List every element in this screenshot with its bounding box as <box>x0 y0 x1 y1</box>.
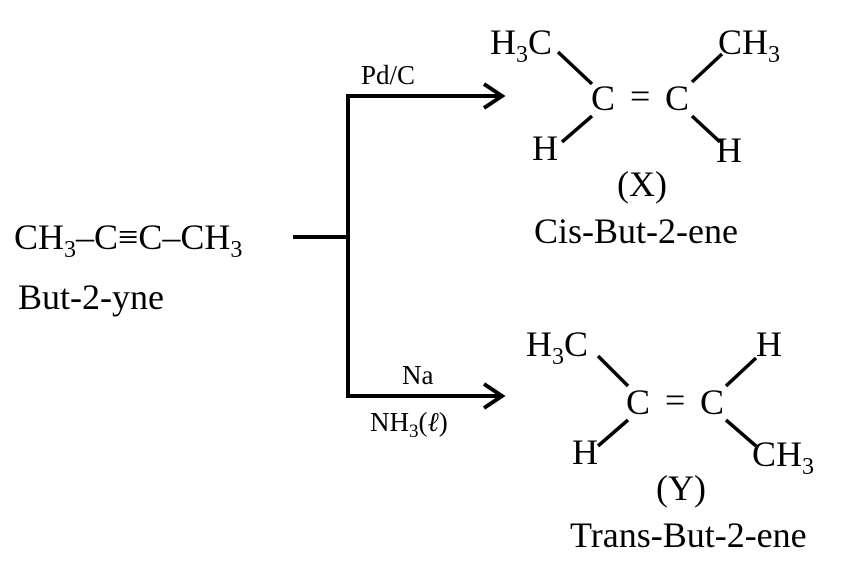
lower-reagent-bottom: NH3(ℓ) <box>370 407 448 442</box>
y-bond-left-top <box>596 354 630 388</box>
reactant-formula: CH3–C≡C–CH3 <box>14 217 242 263</box>
y-left-top-group: H3C <box>526 324 588 370</box>
y-bond-right-top <box>724 356 758 388</box>
reactant-name: But-2-yne <box>18 277 164 317</box>
y-carbon-right: C <box>700 382 724 422</box>
x-right-bottom-h: H <box>716 130 742 170</box>
lower-arrow-head <box>482 382 506 410</box>
x-carbon-left: C <box>591 78 615 118</box>
x-name: Cis-But-2-ene <box>534 211 738 251</box>
y-right-bottom-group: CH3 <box>752 434 814 480</box>
y-label: (Y) <box>656 468 706 508</box>
x-bond-left-top <box>556 50 594 86</box>
x-carbon-right: C <box>665 78 689 118</box>
x-left-bottom-h: H <box>532 128 558 168</box>
x-double-bond: = <box>630 76 650 116</box>
x-bond-left-bottom <box>560 114 594 144</box>
lower-reagent-top: Na <box>402 360 433 390</box>
x-left-top-group: H3C <box>490 22 552 68</box>
x-bond-right-bottom <box>690 114 722 144</box>
upper-reagent: Pd/C <box>361 60 415 90</box>
y-carbon-left: C <box>626 382 650 422</box>
upper-arrow-head <box>482 82 506 110</box>
x-bond-right-top <box>690 52 724 84</box>
y-bond-right-bottom <box>724 418 758 448</box>
product-x: H3C CH3 C = C H H (X) Cis-But-2-ene <box>490 22 780 251</box>
y-right-top-h: H <box>756 324 782 364</box>
x-right-top-group: CH3 <box>718 22 780 68</box>
y-bond-left-bottom <box>596 418 630 448</box>
y-name: Trans-But-2-ene <box>570 515 807 555</box>
x-label: (X) <box>617 164 667 204</box>
y-left-bottom-h: H <box>572 432 598 472</box>
y-double-bond: = <box>665 380 685 420</box>
product-y: H3C H C = C H CH3 (Y) Trans-But-2-ene <box>526 324 814 555</box>
